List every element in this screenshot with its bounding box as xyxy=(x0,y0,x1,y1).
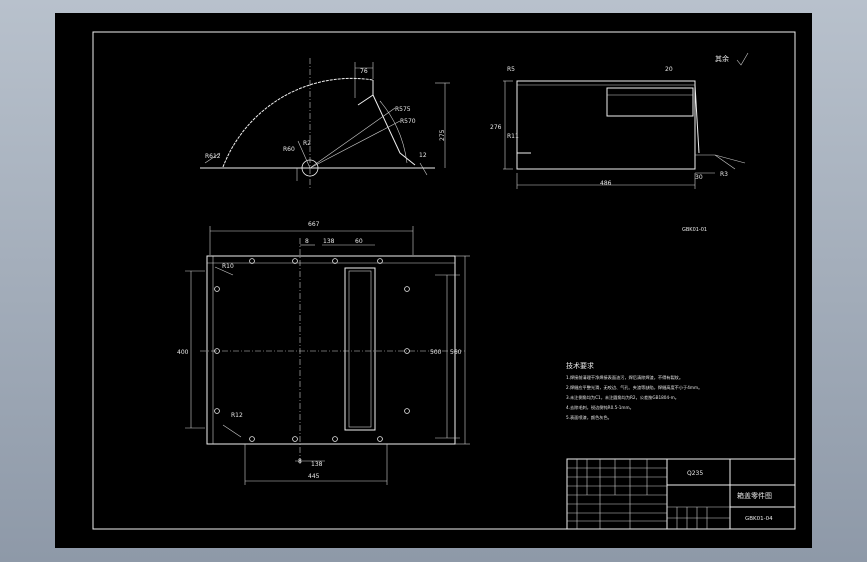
dim-side-30: 30 xyxy=(695,174,703,181)
dim-side-r11: R11 xyxy=(507,133,519,140)
dim-top-12: 12 xyxy=(419,152,427,159)
dim-plan-60: 60 xyxy=(355,238,363,245)
dim-plan-560: 560 xyxy=(450,349,462,356)
plan-view: 667 8 138 60 R10 400 500 560 R12 8 138 4… xyxy=(177,221,470,485)
dim-plan-8b: 8 xyxy=(298,458,302,465)
side-view: R5 20 276 R11 486 30 R3 其余 GBK01-01 xyxy=(490,52,749,233)
dim-plan-445: 445 xyxy=(308,473,320,480)
dim-plan-667: 667 xyxy=(308,221,320,228)
dim-top-height: 275 xyxy=(439,129,446,141)
dim-side-276: 276 xyxy=(490,124,502,131)
note-item: 2.焊缝应平整光滑，无咬边、气孔、夹渣等缺陷，焊缝高度不小于4mm。 xyxy=(566,384,702,391)
dim-plan-400: 400 xyxy=(177,349,189,356)
note-item: 4.去除毛刺，锐边倒钝R0.5-1mm。 xyxy=(566,404,634,411)
dim-plan-8: 8 xyxy=(305,238,309,245)
technical-notes: 技术要求 1.焊接前清理干净焊接表面油污，焊后清除焊渣，不得有裂纹。 2.焊缝应… xyxy=(566,361,702,421)
roughness-icon xyxy=(736,52,749,66)
dim-top-width: 76 xyxy=(360,68,368,75)
dim-side-r5: R5 xyxy=(507,66,515,73)
dim-top-r2: R2 xyxy=(303,140,311,147)
dim-side-r3: R3 xyxy=(720,171,728,178)
title-block: Q235 箱盖零件图 GBK01-04 xyxy=(566,458,796,530)
title-name: 箱盖零件图 xyxy=(737,491,772,500)
dim-side-486: 486 xyxy=(600,180,612,187)
drawing-border xyxy=(92,31,796,530)
note-item: 5.表面喷漆，颜色灰色。 xyxy=(566,414,612,421)
note-item: 1.焊接前清理干净焊接表面油污，焊后清除焊渣，不得有裂纹。 xyxy=(566,374,683,381)
dim-plan-138: 138 xyxy=(323,238,335,245)
view-label: GBK01-01 xyxy=(682,227,707,233)
front-view: 76 R612 R60 R575 R570 275 R2 12 xyxy=(200,58,450,188)
notes-title: 技术要求 xyxy=(566,361,594,370)
title-code: GBK01-04 xyxy=(745,516,773,522)
dim-top-r60: R60 xyxy=(283,146,295,153)
roughness-label: 其余 xyxy=(715,54,729,63)
note-item: 3.未注倒角均为C1，未注圆角均为R2，公差按GB1804-m。 xyxy=(566,394,679,401)
dim-top-r575: R575 xyxy=(395,106,411,113)
dim-top-r570: R570 xyxy=(400,118,416,125)
drawing-canvas[interactable]: 76 R612 R60 R575 R570 275 R2 12 R5 20 27… xyxy=(55,13,812,548)
dim-plan-r12: R12 xyxy=(231,412,243,419)
title-material: Q235 xyxy=(687,470,703,477)
dim-plan-500: 500 xyxy=(430,349,442,356)
dim-plan-r10: R10 xyxy=(222,263,234,270)
dim-top-r612: R612 xyxy=(205,153,221,160)
dim-side-20: 20 xyxy=(665,66,673,73)
drawing-svg: 76 R612 R60 R575 R570 275 R2 12 R5 20 27… xyxy=(92,31,796,530)
dim-plan-138b: 138 xyxy=(311,461,323,468)
